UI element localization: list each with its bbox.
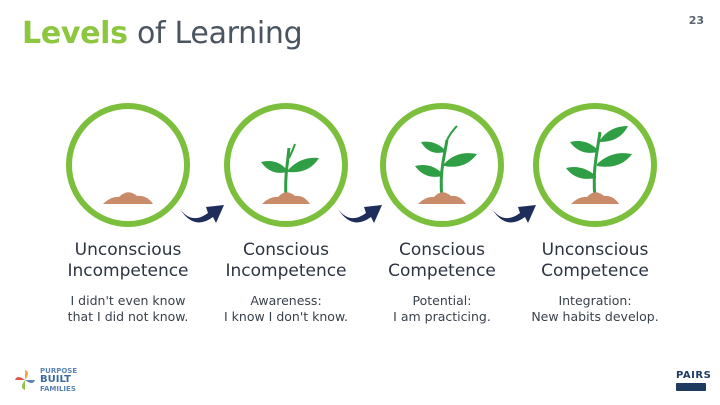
small-sprout-icon bbox=[224, 103, 348, 227]
curved-arrow-icon bbox=[180, 205, 224, 223]
curved-arrow-icon bbox=[338, 205, 382, 223]
pairs-logo-text: PAIRS bbox=[676, 370, 712, 381]
pairs-logo-bar bbox=[676, 383, 706, 391]
page-number: 23 bbox=[688, 14, 704, 27]
pinwheel-icon bbox=[15, 370, 35, 390]
stage-description: Awareness:I know I don't know. bbox=[224, 293, 348, 324]
soil-only-icon bbox=[66, 103, 190, 227]
page-title: Levels of Learning bbox=[22, 14, 303, 54]
stage-description: Potential:I am practicing. bbox=[393, 293, 491, 324]
growing-plant-icon bbox=[380, 103, 504, 227]
pairs-logo: PAIRS bbox=[676, 370, 712, 391]
title-rest: of Learning bbox=[136, 16, 303, 51]
full-plant-icon bbox=[533, 103, 657, 227]
stage-description: Integration:New habits develop. bbox=[531, 293, 659, 324]
curved-arrow-icon bbox=[492, 205, 536, 223]
title-highlight: Levels bbox=[22, 16, 128, 51]
logo-text: PURPOSE BUILT FAMILIES bbox=[40, 367, 78, 393]
purpose-built-families-logo: PURPOSE BUILT FAMILIES bbox=[14, 367, 77, 393]
